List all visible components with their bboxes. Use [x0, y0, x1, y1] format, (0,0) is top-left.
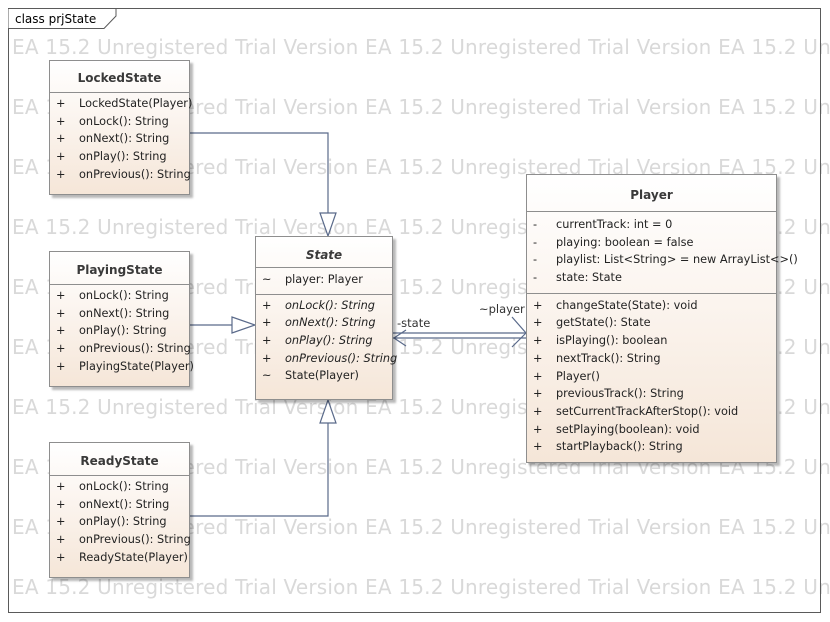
operation-row: +getState(): State: [533, 316, 651, 330]
association-role-state: -state: [397, 316, 431, 330]
class-playingstate-operations: +onLock(): String +onNext(): String +onP…: [50, 284, 194, 379]
operation-row: +onPlay(): String: [56, 515, 167, 529]
operation-row: +startPlayback(): String: [533, 440, 683, 454]
operation-row: +onLock(): String: [56, 289, 169, 302]
attribute-row: -playing: boolean = false: [533, 235, 694, 249]
operation-row: +Player(): [533, 369, 600, 383]
association-arrow-to-player: [511, 316, 527, 348]
generalization-lockedstate-arrowhead: [319, 212, 337, 238]
class-lockedstate-operations: +LockedState(Player) +onLock(): String +…: [50, 92, 193, 187]
generalization-lockedstate-line: [190, 132, 329, 213]
association-arrow-to-state: [392, 329, 407, 347]
operation-row: +nextTrack(): String: [533, 351, 661, 365]
operation-row: +onPlay(): String: [262, 334, 373, 348]
class-state-attributes: ~player: Player: [256, 267, 392, 294]
operation-row: +onPrevious(): String: [56, 342, 191, 356]
operation-row: +LockedState(Player): [56, 97, 193, 110]
attribute-row: -state: State: [533, 271, 622, 285]
diagram-frame: [8, 8, 821, 613]
operation-row: +PlayingState(Player): [56, 359, 194, 373]
class-player-operations: +changeState(State): void +getState(): S…: [527, 292, 776, 460]
class-readystate[interactable]: ReadyState +onLock(): String +onNext(): …: [49, 442, 191, 578]
operation-row: +onLock(): String: [262, 298, 375, 312]
attribute-row: -currentTrack: int = 0: [533, 218, 673, 231]
attribute-row: -playlist: List<String> = new ArrayList<…: [533, 253, 798, 267]
class-readystate-operations: +onLock(): String +onNext(): String +onP…: [50, 475, 191, 570]
generalization-readystate-line: [190, 423, 329, 517]
operation-row: +onLock(): String: [56, 480, 169, 493]
operation-row: +onPrevious(): String: [262, 351, 398, 365]
operation-row: +isPlaying(): boolean: [533, 334, 668, 348]
class-player[interactable]: Player -currentTrack: int = 0 -playing: …: [526, 174, 798, 463]
generalization-playingstate-arrowhead: [231, 316, 257, 334]
operation-row: +previousTrack(): String: [533, 387, 684, 401]
generalization-readystate-arrowhead: [319, 398, 337, 424]
frame-tab: [8, 8, 117, 29]
operation-row: +setCurrentTrackAfterStop(): void: [533, 404, 739, 418]
attribute-row: ~player: Player: [262, 273, 363, 286]
operation-row: +ReadyState(Player): [56, 550, 188, 564]
operation-row: +onNext(): String: [56, 497, 170, 511]
operation-row: +onPrevious(): String: [56, 533, 191, 547]
operation-row: +onNext(): String: [262, 316, 376, 330]
class-player-attributes: -currentTrack: int = 0 -playing: boolean…: [527, 211, 798, 293]
frame-label: class prjState: [15, 12, 97, 26]
class-lockedstate[interactable]: LockedState +LockedState(Player) +onLock…: [49, 60, 193, 195]
operation-row: +onNext(): String: [56, 306, 170, 320]
class-playingstate-name: PlayingState: [76, 263, 163, 277]
operation-row: +onPrevious(): String: [56, 167, 191, 181]
operation-row: +onNext(): String: [56, 132, 170, 146]
class-readystate-name: ReadyState: [80, 454, 159, 468]
operation-row: +onLock(): String: [56, 114, 169, 128]
operation-row: +onPlay(): String: [56, 150, 167, 164]
class-state-name: State: [305, 248, 343, 262]
class-state[interactable]: State ~player: Player +onLock(): String …: [255, 236, 398, 400]
operation-row: +changeState(State): void: [533, 298, 698, 312]
operation-row: +setPlaying(boolean): void: [533, 422, 700, 436]
class-state-operations: +onLock(): String +onNext(): String +onP…: [256, 293, 398, 389]
class-lockedstate-name: LockedState: [77, 71, 162, 85]
class-playingstate[interactable]: PlayingState +onLock(): String +onNext()…: [49, 251, 194, 387]
operation-row: ~State(Player): [262, 369, 359, 383]
class-player-name: Player: [630, 188, 673, 202]
association-role-player: ~player: [479, 302, 525, 316]
operation-row: +onPlay(): String: [56, 324, 167, 338]
